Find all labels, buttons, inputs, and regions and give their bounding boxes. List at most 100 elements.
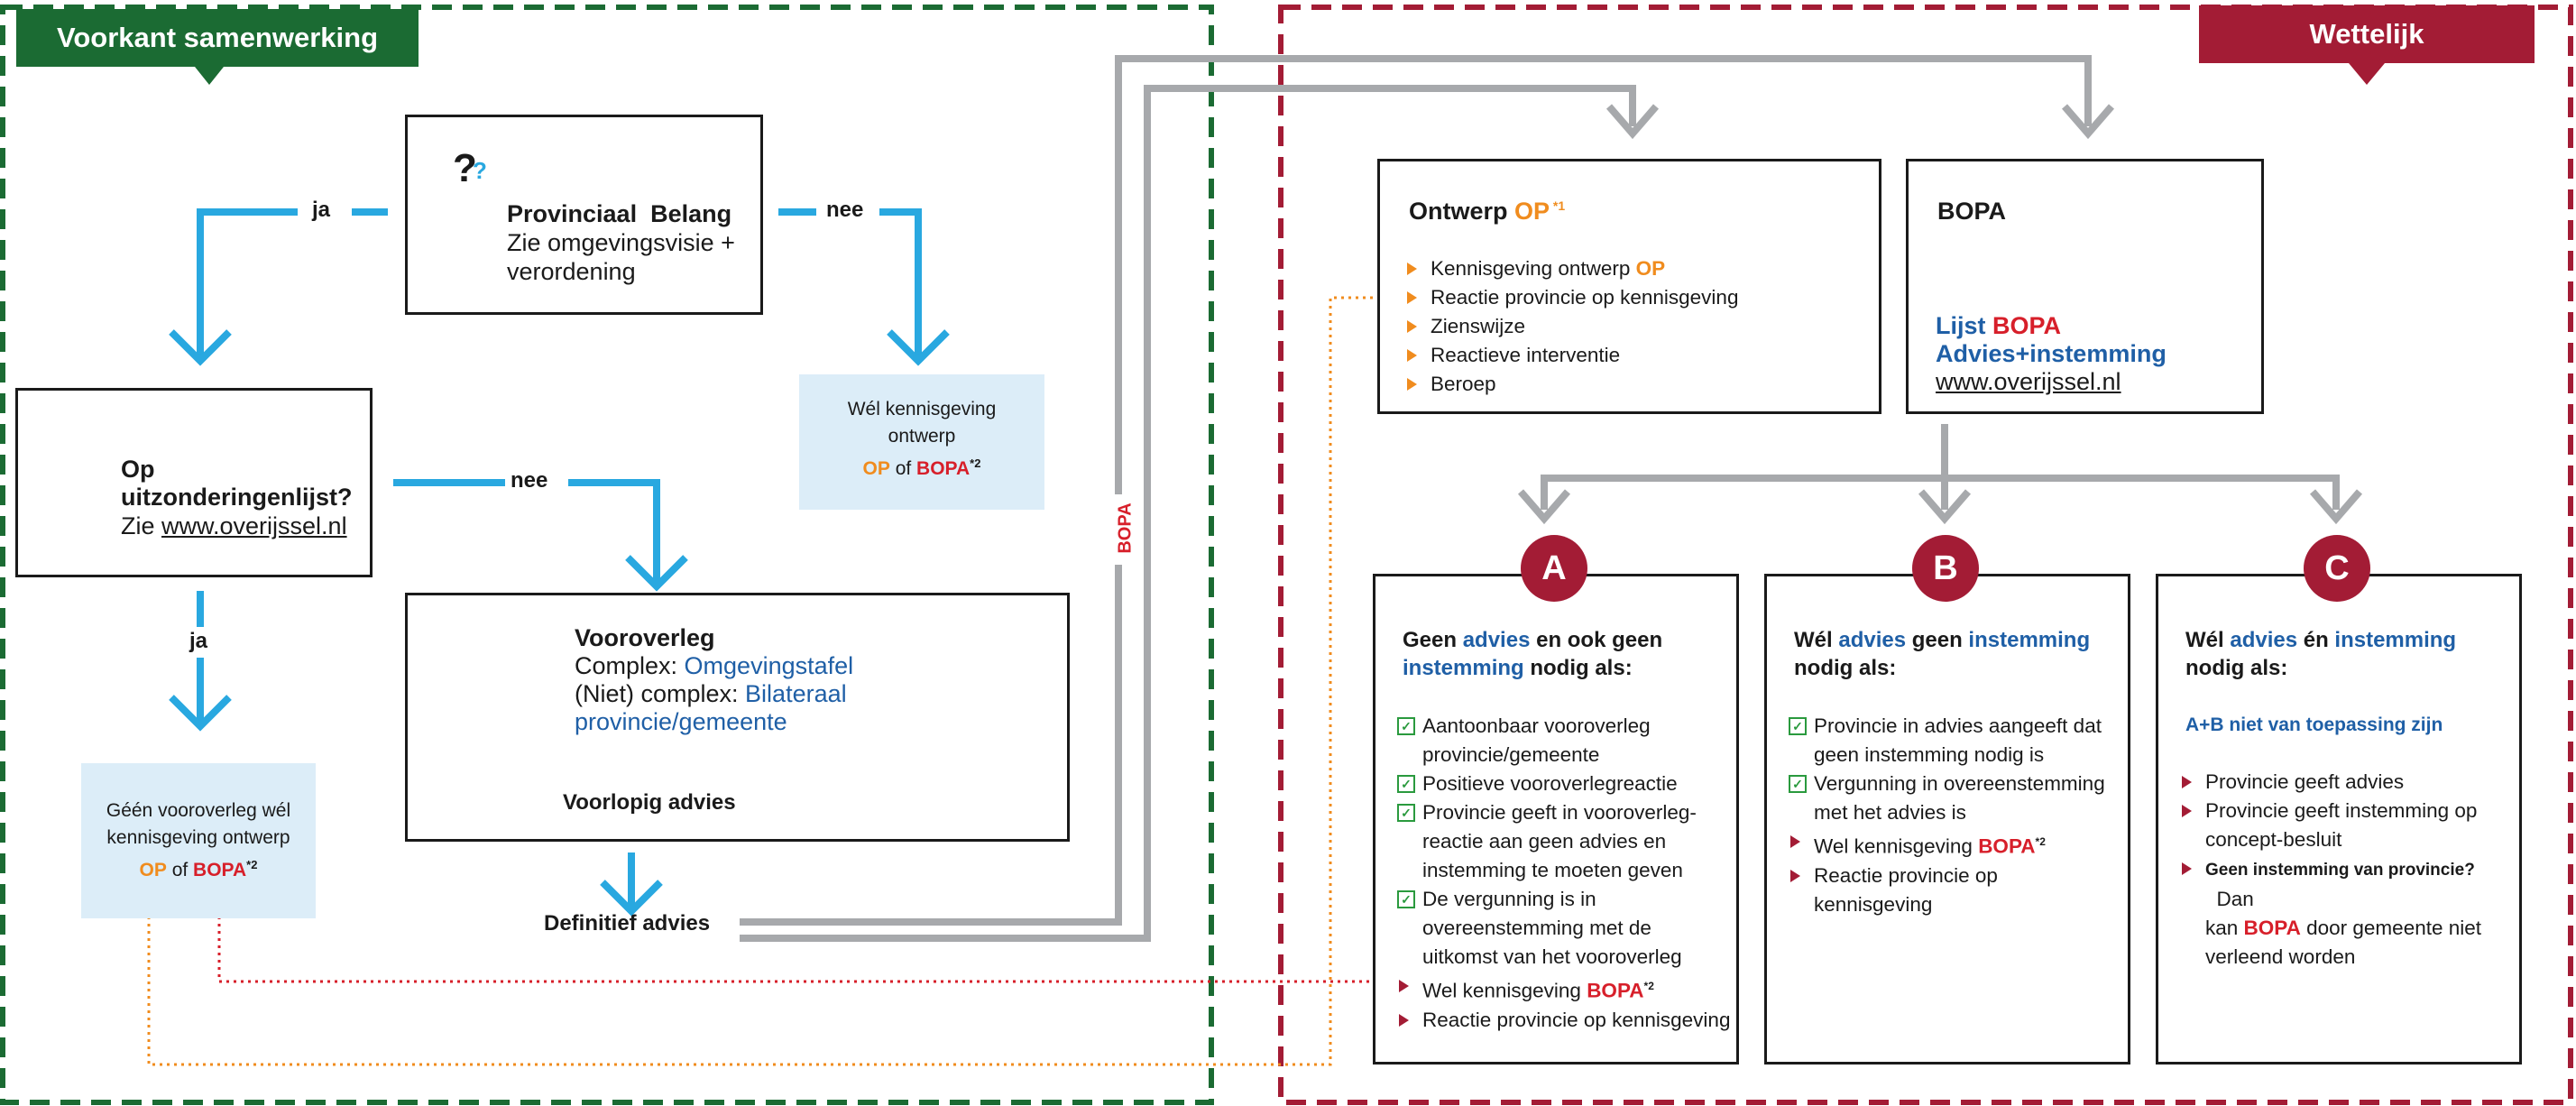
column-a-box: Geen advies en ook geen instemming nodig… [1373, 574, 1739, 1065]
left-header-label: Voorkant samenwerking [56, 22, 379, 53]
uitzondering-title-2: uitzonderingenlijst? [121, 484, 353, 511]
footnote-2: *2 [970, 456, 981, 470]
vooroverleg-box: Vooroverleg Complex: Omgevingstafel (Nie… [405, 593, 1070, 842]
bopa-box: BOPA Lijst BOPA Advies+instemming www.ov… [1906, 159, 2264, 414]
bopa-label: BOPA [916, 458, 971, 479]
list-item: Reactie provincie op kennisgeving [1397, 1006, 1730, 1035]
bopa-label: BOPA [1992, 312, 2062, 339]
bopa-label: BOPA [193, 860, 247, 880]
list-item: Wel kennisgeving BOPA*2 [1789, 827, 2105, 862]
red-dotted-connector [217, 902, 1389, 983]
geen-vooroverleg-line1: Géén vooroverleg wél [106, 800, 291, 821]
vooroverleg-complex-line: Complex: Omgevingstafel [575, 652, 853, 680]
left-header-tab [16, 9, 419, 85]
col-a-heading-1: Geen advies en ook geen [1403, 628, 1663, 652]
list-item: Wel kennisgeving BOPA*2 [1397, 972, 1730, 1006]
list-item: Reactieve interventie [1405, 341, 1738, 370]
col-a-heading-2: instemming nodig als: [1403, 656, 1633, 680]
of-label: of [166, 860, 194, 880]
uitzondering-title-1: Op [121, 456, 155, 483]
vooroverleg-niet-line: (Niet) complex: Bilateraal [575, 680, 847, 708]
edge-label-ja-top: ja [312, 198, 331, 222]
edge-label-bopa: BOPA [1115, 502, 1136, 554]
ontwerp-label: Ontwerp [1409, 198, 1515, 225]
right-header-tab [2199, 5, 2535, 85]
badge-c: C [2304, 535, 2370, 602]
edge-label-nee-top: nee [826, 198, 864, 222]
right-header-label: Wettelijk [2309, 18, 2424, 50]
gray-connectors [740, 55, 2340, 942]
orange-dotted-connector [147, 296, 1394, 1066]
list-item: Kennisgeving ontwerp OP [1405, 254, 1738, 283]
gray-arrowheads [1517, 104, 2363, 525]
wel-kennisgeving-line3: OP of BOPA*2 [799, 450, 1044, 483]
wel-kennisgeving-line1: Wél kennisgeving [847, 399, 997, 419]
col-c-list: Provincie geeft advies Provincie geeft i… [2180, 768, 2519, 972]
provinciaal-belang-line2: verordening [507, 258, 636, 285]
list-item: Beroep [1405, 370, 1738, 399]
wel-kennisgeving-line2: ontwerp [888, 426, 956, 447]
geen-vooroverleg-line3: OP of BOPA*2 [81, 852, 316, 884]
uitzondering-zie-line: Zie www.overijssel.nl [121, 512, 347, 540]
list-item: Provincie geeft advies [2180, 768, 2519, 797]
lijst-bopa: Lijst BOPA [1936, 312, 2061, 340]
geen-vooroverleg-box: Géén vooroverleg wél kennisgeving ontwer… [81, 763, 316, 918]
ontwerp-op-list: Kennisgeving ontwerp OP Reactie provinci… [1405, 254, 1738, 399]
kennisgeving-label: Kennisgeving ontwerp [1431, 257, 1636, 280]
advies-instemming: Advies+instemming [1936, 340, 2167, 367]
lijst-label: Lijst [1936, 312, 1993, 339]
op-label: OP [139, 860, 167, 880]
of-label: of [889, 458, 917, 479]
col-c-heading-2: nodig als: [2185, 656, 2288, 680]
blue-arrowheads [169, 329, 950, 917]
column-b-box: Wél advies geen instemming nodig als: Pr… [1764, 574, 2130, 1065]
vooroverleg-niet-value-2: provincie/gemeente [575, 708, 787, 735]
badge-a: A [1521, 535, 1587, 602]
col-c-heading-1: Wél advies én instemming [2185, 628, 2457, 652]
op-label: OP [1514, 198, 1550, 225]
footnote-1: *1 [1550, 198, 1566, 213]
definitief-advies-label: Definitief advies [544, 911, 711, 935]
check-item: Positieve vooroverlegreactie [1397, 770, 1730, 798]
col-b-heading-2: nodig als: [1794, 656, 1897, 680]
op-label: OP [1635, 257, 1666, 280]
vooroverleg-title: Vooroverleg [575, 624, 715, 651]
left-section-frame [0, 5, 1214, 1105]
ontwerp-op-title: Ontwerp OP *1 [1409, 198, 1565, 226]
op-label: OP [862, 458, 890, 479]
check-item: Aantoonbaar vooroverlegprovincie/gemeent… [1397, 712, 1730, 770]
check-item: Provincie geeft in vooroverleg-reactie a… [1397, 798, 1730, 885]
col-b-heading-1: Wél advies geen instemming [1794, 628, 2091, 652]
voorlopig-advies-label: Voorlopig advies [563, 790, 736, 815]
overijssel-link[interactable]: www.overijssel.nl [161, 512, 347, 539]
niet-complex-label: (Niet) complex: [575, 680, 746, 707]
wel-kennisgeving-box: Wél kennisgeving ontwerp OP of BOPA*2 [799, 374, 1044, 510]
ontwerp-op-box: Ontwerp OP *1 Kennisgeving ontwerp OP Re… [1377, 159, 1881, 414]
edge-label-nee-mid: nee [511, 468, 548, 493]
uitzonderingenlijst-box: Op uitzonderingenlijst? Zie www.overijss… [15, 388, 373, 577]
col-a-list: Aantoonbaar vooroverlegprovincie/gemeent… [1397, 712, 1730, 1035]
question-mark-small: ? [473, 157, 487, 184]
right-section-frame [1278, 5, 2573, 1105]
geen-vooroverleg-line2: kennisgeving ontwerp [106, 827, 290, 848]
list-item: Zienswijze [1405, 312, 1738, 341]
bopa-title: BOPA [1937, 198, 2007, 225]
bopa-overijssel-link[interactable]: www.overijssel.nl [1936, 368, 2121, 395]
stop-sign-label: STOP [2315, 980, 2362, 999]
provinciaal-belang-box: ? ? Provinciaal Belang Zie omgevingsvisi… [405, 115, 763, 315]
badge-b: B [1912, 535, 1979, 602]
provinciaal-belang-title: Provinciaal Belang [507, 200, 732, 227]
zie-label: Zie [121, 512, 162, 539]
niet-complex-value: Bilateraal [745, 680, 847, 707]
question-mark-large: ? [453, 146, 477, 190]
complex-value: Omgevingstafel [684, 652, 854, 679]
edge-label-ja-left: ja [189, 629, 208, 653]
footnote-2: *2 [246, 858, 258, 871]
